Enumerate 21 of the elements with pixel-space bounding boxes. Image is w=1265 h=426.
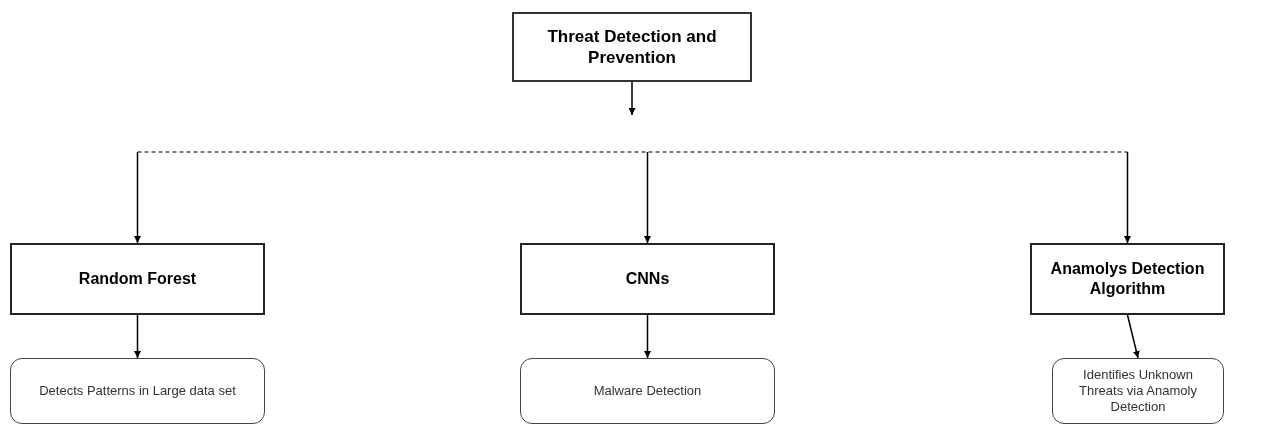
node-label: Random Forest	[78, 269, 197, 289]
rounded-box	[10, 358, 265, 424]
node-label: Anamolys Detection Algorithm	[1049, 259, 1206, 299]
node-label: Threat Detection and Prevention	[546, 26, 718, 68]
arrow	[1126, 314, 1140, 359]
process-box	[512, 12, 752, 82]
rounded-box	[520, 358, 775, 424]
rounded-box	[1052, 358, 1224, 424]
arrow	[1124, 151, 1131, 244]
process-box	[1030, 243, 1225, 315]
process-box	[520, 243, 775, 315]
node-label: Malware Detection	[593, 383, 702, 399]
arrow	[134, 151, 141, 244]
arrow	[628, 81, 636, 116]
node-label: Detects Patterns in Large data set	[39, 383, 236, 399]
process-box	[10, 243, 265, 315]
arrow	[644, 151, 651, 244]
arrow	[644, 314, 651, 359]
node-label: CNNs	[625, 269, 670, 289]
arrow	[134, 314, 141, 359]
node-label: Identifies Unknown Threats via Anamoly Detection	[1078, 367, 1198, 415]
